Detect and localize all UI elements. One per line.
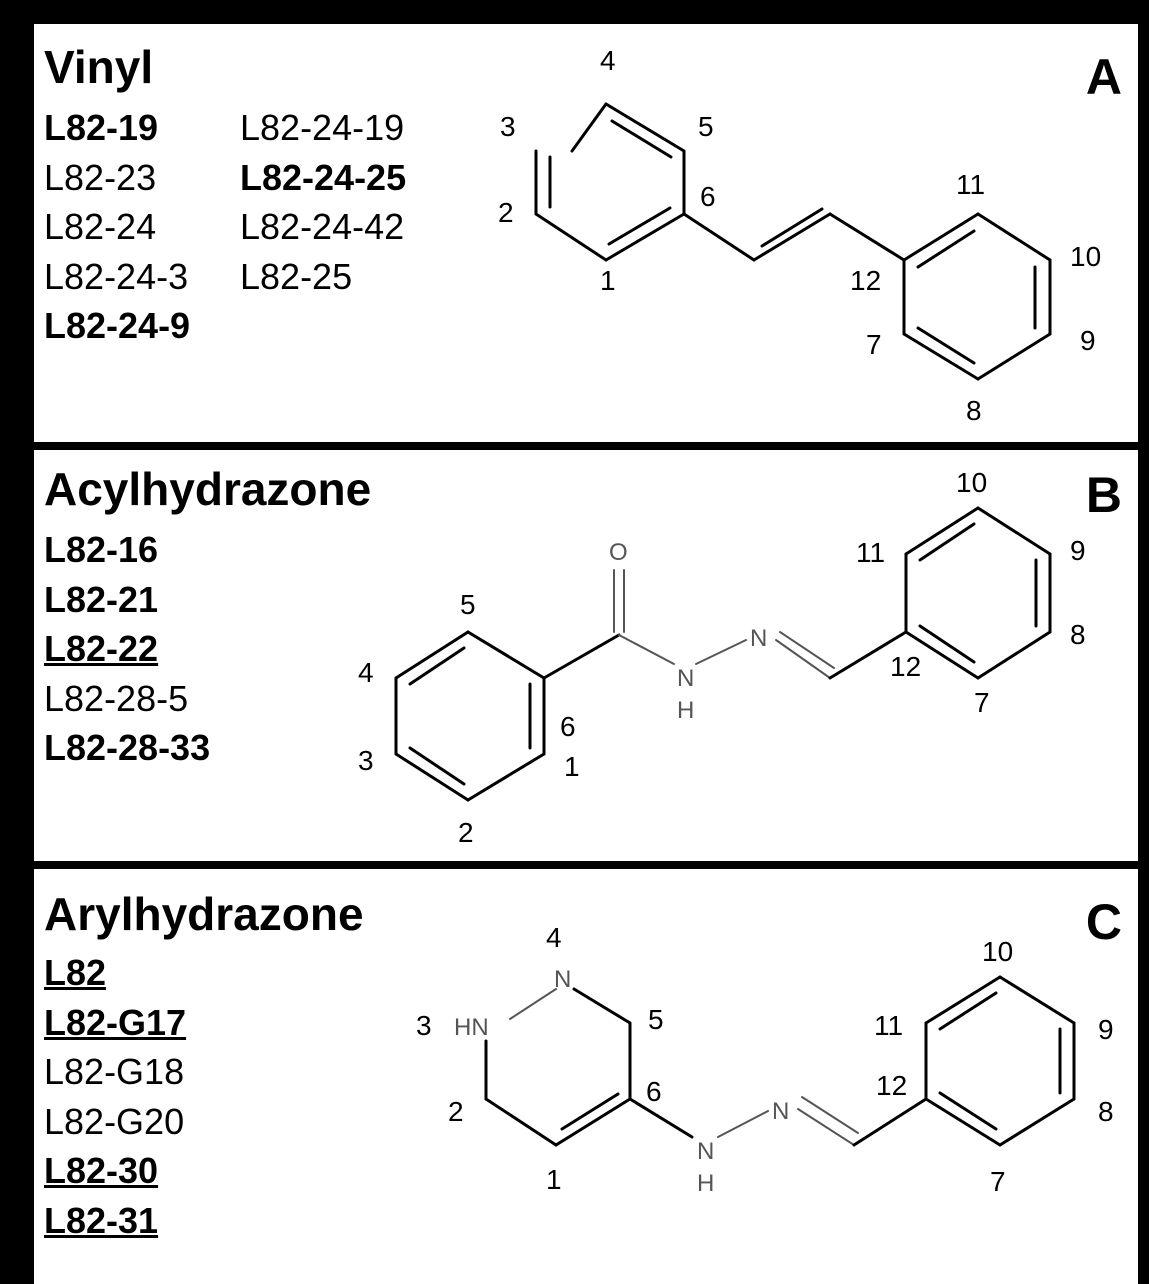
atom-numbers: 1 2 3 4 5 6 7 8 9 10 11 12 bbox=[498, 45, 1101, 426]
arylhydrazone-linker: N H N bbox=[628, 1096, 928, 1197]
acylhydrazone-structure: O N H N 1 2 3 4 5 6 bbox=[358, 467, 1086, 848]
acylhydrazone-linker: O N H N bbox=[542, 539, 908, 724]
atom-number: 10 bbox=[956, 467, 987, 498]
atom-number: 2 bbox=[448, 1096, 464, 1127]
atom-number: 5 bbox=[698, 111, 714, 142]
compound-label: L82-23 bbox=[44, 156, 157, 198]
atom-number: 1 bbox=[600, 265, 616, 296]
panel-title: Vinyl bbox=[44, 41, 154, 93]
panel-letter: C bbox=[1085, 894, 1122, 950]
atom-number: 3 bbox=[500, 111, 516, 142]
panel-title: Arylhydrazone bbox=[44, 888, 364, 940]
compound-label: L82-24-19 bbox=[240, 107, 405, 148]
atom-label: O bbox=[609, 539, 628, 566]
compound-label: L82-24-3 bbox=[44, 255, 189, 297]
atom-number: 8 bbox=[966, 395, 982, 426]
vinyl-structure: 1 2 3 4 5 6 7 8 9 10 11 12 bbox=[498, 45, 1101, 426]
atom-number: 7 bbox=[974, 687, 990, 718]
atom-number: 3 bbox=[358, 745, 374, 776]
arylhydrazone-structure: HN N N H N bbox=[416, 922, 1114, 1197]
atom-number: 8 bbox=[1098, 1096, 1114, 1127]
pyridazine-ring: HN N bbox=[454, 966, 632, 1147]
atom-number: 10 bbox=[1070, 241, 1101, 272]
compound-label: L82-21 bbox=[44, 578, 159, 620]
compound-label: L82-24-9 bbox=[44, 305, 191, 346]
panel-letter: A bbox=[1085, 49, 1122, 105]
benzene-ring-right bbox=[904, 506, 1052, 680]
atom-number: 7 bbox=[866, 329, 882, 360]
atom-number: 4 bbox=[600, 45, 616, 76]
benzene-ring-right bbox=[924, 975, 1076, 1147]
atom-number: 10 bbox=[982, 936, 1013, 967]
atom-number: 11 bbox=[856, 537, 885, 568]
atom-label: H bbox=[677, 697, 694, 724]
compound-label: L82-28-5 bbox=[44, 677, 189, 719]
atom-number: 1 bbox=[564, 751, 580, 782]
atom-number: 2 bbox=[458, 817, 474, 848]
compound-label: L82-24-25 bbox=[240, 156, 407, 198]
atom-label: N bbox=[554, 966, 571, 993]
atom-number: 2 bbox=[498, 197, 514, 228]
panel-vinyl: Vinyl A bbox=[34, 24, 1138, 442]
atom-number: 6 bbox=[700, 181, 716, 212]
atom-number: 9 bbox=[1080, 325, 1096, 356]
atom-number: 12 bbox=[890, 651, 921, 682]
atom-number: 8 bbox=[1070, 619, 1086, 650]
atom-label: N bbox=[677, 665, 694, 692]
atom-number: 4 bbox=[546, 922, 562, 953]
compound-label: L82-G20 bbox=[44, 1100, 185, 1142]
panel-arylhydrazone: Arylhydrazone C HN N bbox=[34, 869, 1138, 1284]
compound-label: L82-30 bbox=[44, 1150, 159, 1191]
compound-label: L82-22 bbox=[44, 628, 159, 669]
compound-label: L82-25 bbox=[240, 255, 353, 297]
atom-number: 7 bbox=[990, 1166, 1006, 1197]
compound-label: L82-G17 bbox=[44, 1001, 187, 1043]
atom-number: 3 bbox=[416, 1010, 432, 1041]
atom-number: 1 bbox=[546, 1164, 562, 1195]
atom-numbers: 1 2 3 4 5 6 7 8 9 10 11 12 bbox=[416, 922, 1114, 1197]
panel-title: Acylhydrazone bbox=[44, 463, 372, 515]
compound-label: L82-24-42 bbox=[240, 206, 405, 247]
compound-label: L82-24 bbox=[44, 206, 157, 247]
atom-number: 11 bbox=[874, 1010, 903, 1041]
atom-number: 5 bbox=[460, 589, 476, 620]
atom-number: 12 bbox=[876, 1070, 907, 1101]
compound-label: L82-16 bbox=[44, 529, 159, 570]
compound-label: L82-G18 bbox=[44, 1051, 185, 1092]
atom-label: N bbox=[750, 625, 767, 652]
compound-label: L82-31 bbox=[44, 1199, 159, 1241]
atom-number: 4 bbox=[358, 657, 374, 688]
atom-number: 9 bbox=[1098, 1014, 1114, 1045]
benzene-ring-left bbox=[394, 630, 546, 802]
atom-numbers: 1 2 3 4 5 6 7 8 9 10 11 12 bbox=[358, 467, 1086, 848]
atom-number: 5 bbox=[648, 1004, 664, 1035]
atom-number: 9 bbox=[1070, 535, 1086, 566]
compound-label: L82 bbox=[44, 952, 107, 993]
atom-number: 6 bbox=[646, 1076, 662, 1107]
vinyl-linker bbox=[682, 207, 906, 262]
benzene-ring-left bbox=[534, 102, 686, 262]
compound-label: L82-28-33 bbox=[44, 727, 211, 768]
atom-label: H bbox=[697, 1170, 714, 1197]
atom-number: 6 bbox=[560, 711, 576, 742]
atom-label: N bbox=[697, 1138, 714, 1165]
atom-label: HN bbox=[454, 1014, 489, 1041]
benzene-ring-right bbox=[902, 212, 1052, 381]
compound-label: L82-19 bbox=[44, 107, 159, 148]
atom-number: 11 bbox=[956, 169, 985, 200]
panel-letter: B bbox=[1085, 467, 1122, 523]
atom-number: 12 bbox=[850, 265, 881, 296]
panel-acylhydrazone: Acylhydrazone B bbox=[34, 450, 1138, 861]
atom-label: N bbox=[772, 1098, 789, 1125]
